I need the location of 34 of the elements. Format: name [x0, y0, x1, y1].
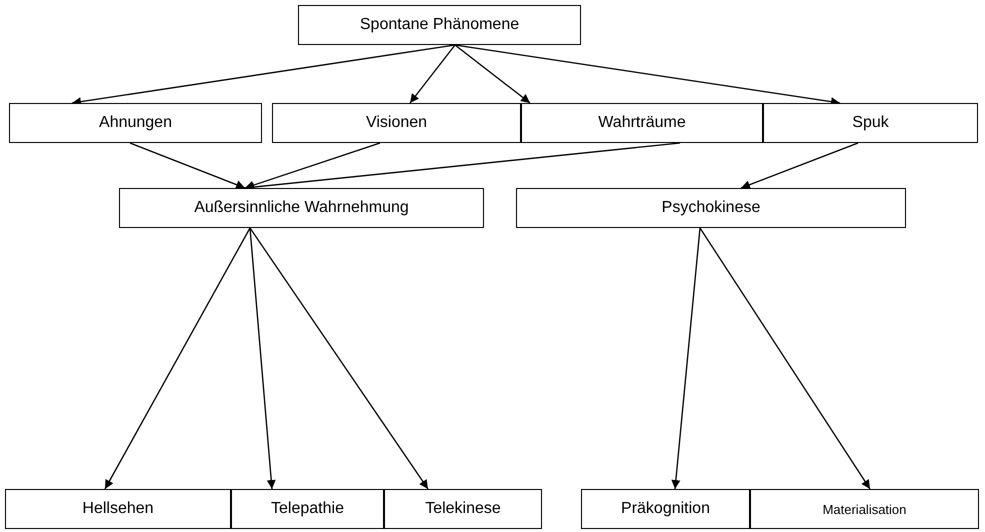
node-label: Telekinese: [425, 500, 501, 518]
text-box: [384, 489, 542, 529]
text-box: [9, 103, 262, 143]
text-box: [750, 489, 979, 529]
node-label: Wahrträume: [598, 114, 686, 132]
node-label: Spontane Phänomene: [360, 16, 520, 34]
arrow: [740, 142, 858, 189]
text-box: [231, 489, 384, 529]
node-label: Präkognition: [621, 500, 710, 518]
text-box: [516, 188, 906, 228]
text-box: [119, 188, 484, 228]
arrow: [244, 142, 380, 190]
text-box: [298, 5, 581, 45]
node-label: Materialisation: [822, 502, 906, 516]
text-box: [5, 489, 231, 529]
node-label: Psychokinese: [662, 199, 760, 217]
arrow: [671, 228, 701, 490]
arrow: [130, 142, 246, 189]
node-label: Ahnungen: [99, 114, 172, 132]
node-label: Visionen: [366, 114, 428, 132]
text-box: [763, 103, 978, 143]
arrow: [249, 228, 276, 490]
arrow: [699, 228, 871, 490]
arrow: [249, 228, 429, 490]
arrow: [409, 44, 456, 104]
node-label: Spuk: [852, 114, 889, 132]
arrow: [454, 44, 530, 104]
arrow: [104, 228, 251, 490]
text-box: [521, 103, 763, 143]
text-box: [581, 489, 750, 529]
node-label: Telepathie: [271, 500, 344, 518]
text-box: [272, 103, 521, 143]
node-label: Außersinnliche Wahrnehmung: [194, 199, 409, 217]
node-label: Hellsehen: [82, 500, 154, 518]
